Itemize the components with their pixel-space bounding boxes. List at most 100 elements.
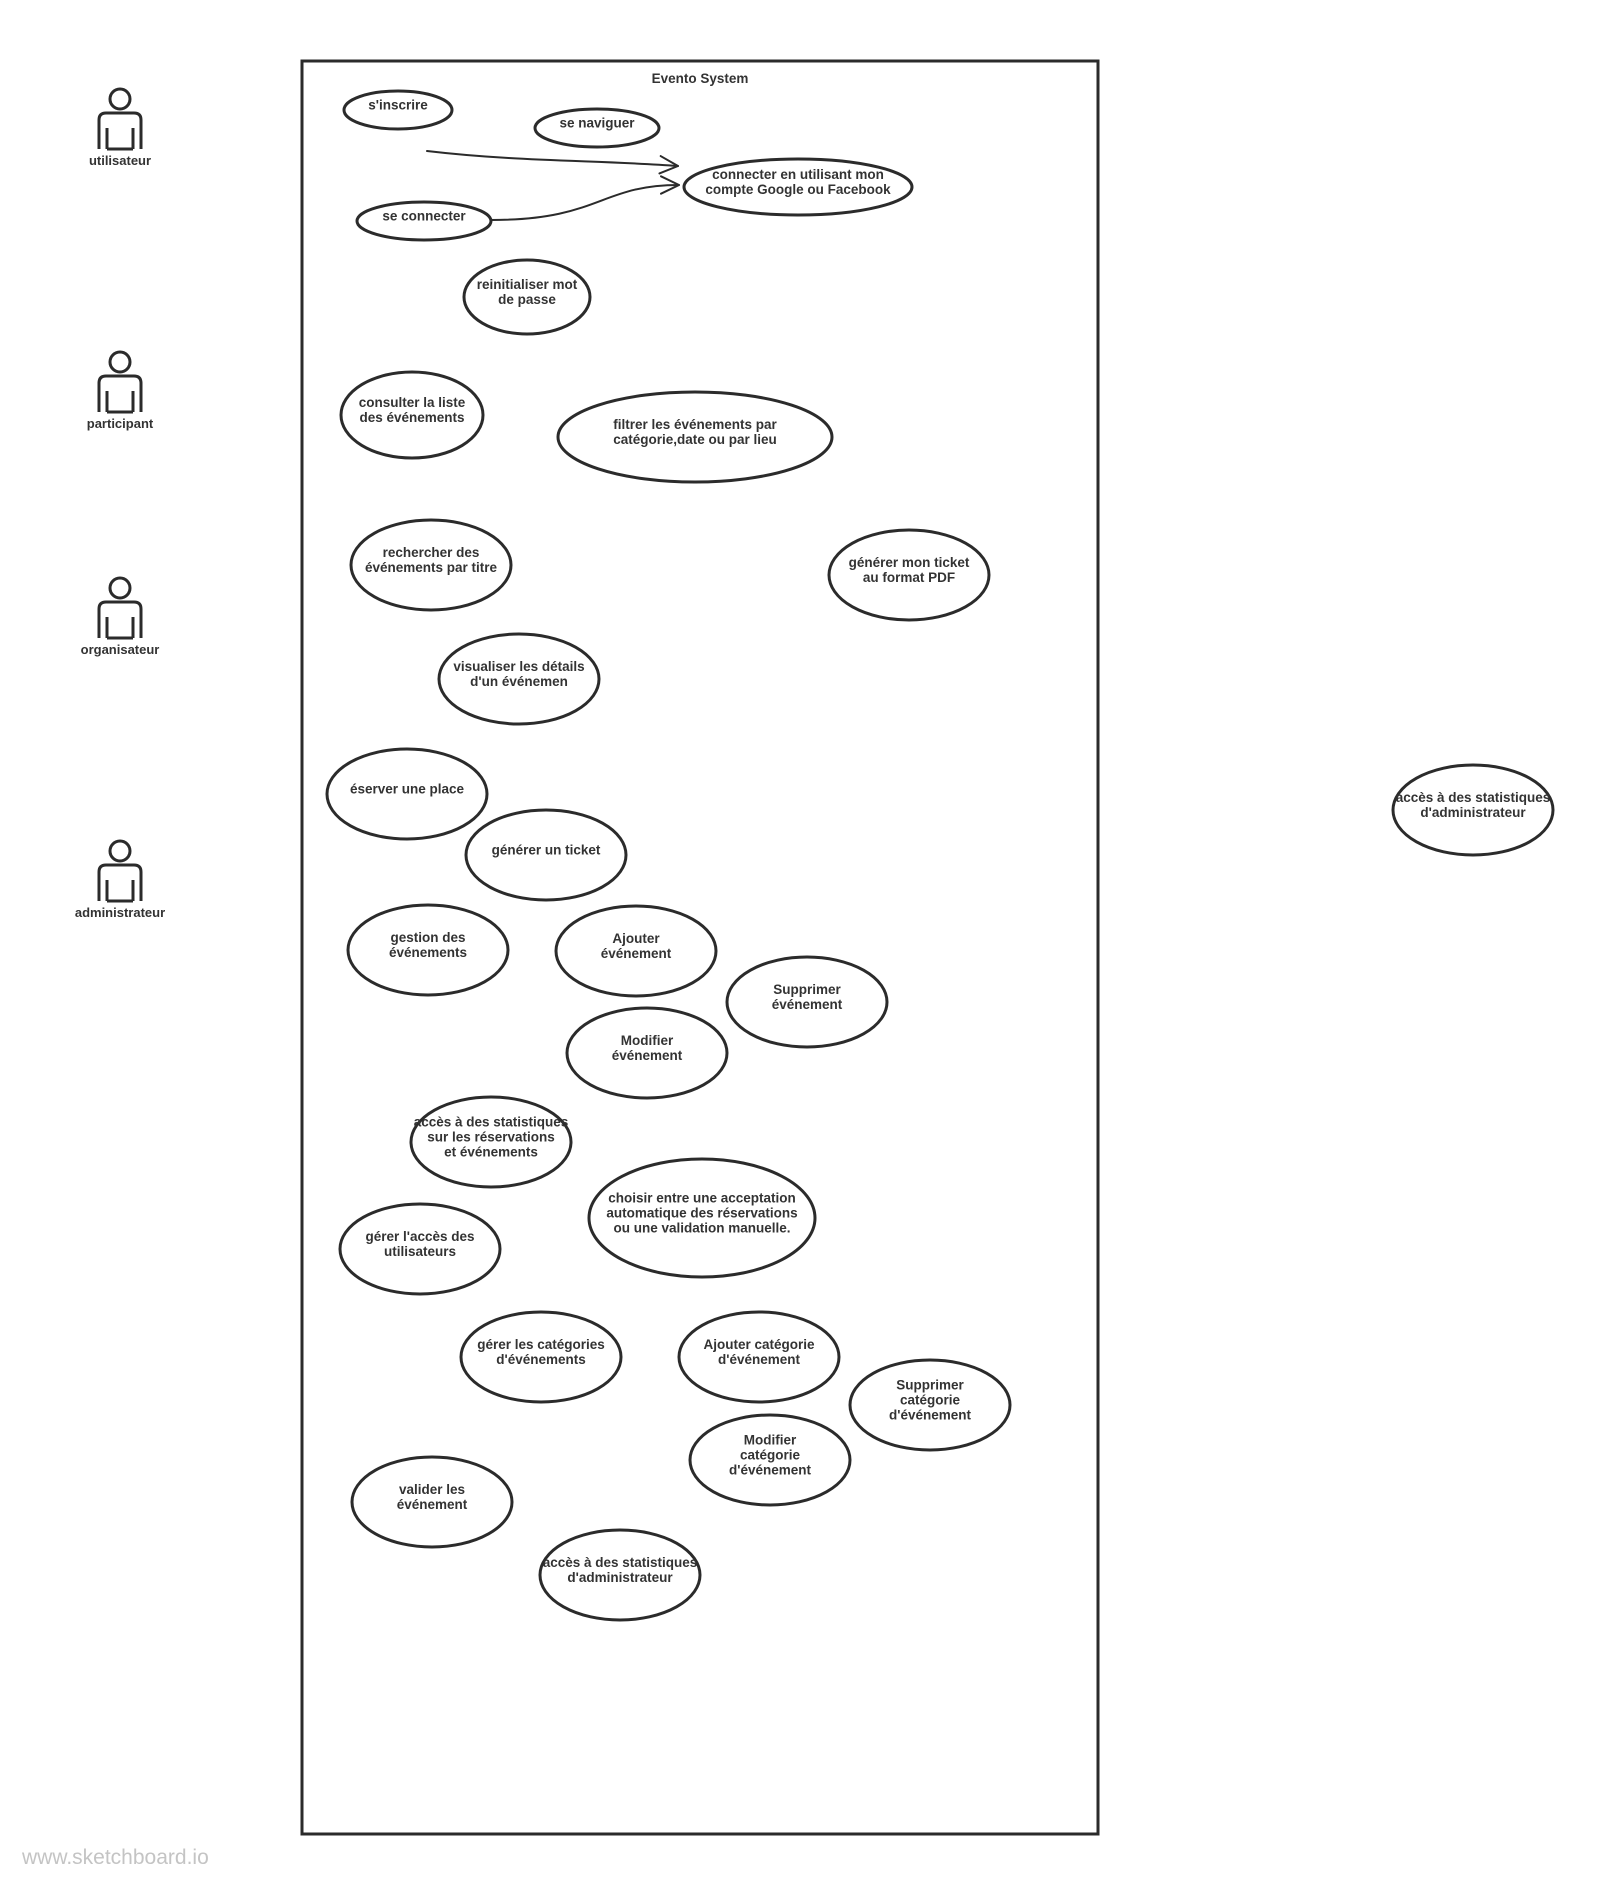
watermark-text: www.sketchboard.io (22, 1846, 209, 1869)
actor-participant[interactable]: participant (87, 350, 154, 431)
actor-body-icon (97, 863, 143, 903)
use-case-s-inscrire[interactable]: s'inscrire (342, 89, 454, 131)
arrowhead-s-inscrire-to-connecter-google-facebook (658, 155, 679, 175)
use-case-label: sur les réservations (427, 1130, 555, 1145)
use-case-label: éserver une place (350, 782, 465, 797)
use-case-label: événements par titre (365, 560, 498, 575)
use-case-ellipse (677, 1310, 841, 1404)
use-case-label: gérer les catégories (477, 1337, 605, 1352)
actor-head-icon (108, 839, 132, 863)
use-case-reserver-place[interactable]: éserver une place (325, 747, 489, 841)
use-case-label: accès à des statistiques (414, 1115, 569, 1130)
use-case-ellipse (688, 1413, 852, 1507)
use-case-label: connecter en utilisant mon (712, 167, 884, 182)
actor-organisateur[interactable]: organisateur (81, 576, 160, 657)
use-case-label: accès à des statistiques (543, 1555, 698, 1570)
use-case-label: d'événement (718, 1352, 800, 1367)
use-case-ellipse (355, 200, 493, 242)
use-case-filtrer-evenements[interactable]: filtrer les événements parcatégorie,date… (556, 390, 834, 484)
use-case-acceptation-reservations[interactable]: choisir entre une acceptationautomatique… (587, 1157, 817, 1279)
use-case-label: générer mon ticket (849, 555, 970, 570)
use-case-ellipse (462, 258, 592, 336)
use-case-label: événements (389, 945, 467, 960)
use-case-label: Ajouter (612, 931, 660, 946)
use-case-label: reinitialiser mot (477, 277, 578, 292)
use-case-label: gestion des (390, 930, 465, 945)
use-case-label: Supprimer (896, 1378, 964, 1393)
system-title: Evento System (652, 71, 749, 86)
actor-body-icon (97, 600, 143, 640)
actor-head-icon (108, 87, 132, 111)
use-case-label: valider les (399, 1482, 465, 1497)
use-case-label: ou une validation manuelle. (613, 1221, 790, 1236)
relation-se-connecter-to-connecter-google-facebook (490, 184, 680, 221)
use-case-label: d'administrateur (567, 1570, 673, 1585)
actor-administrateur[interactable]: administrateur (75, 839, 165, 920)
use-case-label: catégorie,date ou par lieu (613, 432, 777, 447)
use-case-label: des événements (359, 410, 464, 425)
use-case-label: Ajouter catégorie (703, 1337, 815, 1352)
use-case-label: Supprimer (773, 982, 841, 997)
use-case-ellipse (339, 370, 485, 460)
use-case-label: gérer l'accès des (365, 1229, 474, 1244)
use-case-label: événement (397, 1497, 468, 1512)
use-case-ellipse (350, 1455, 514, 1549)
use-case-label: événement (601, 946, 672, 961)
use-case-label: Modifier (621, 1033, 674, 1048)
use-case-label: visualiser les détails (453, 659, 584, 674)
use-case-ellipse (848, 1358, 1012, 1452)
use-case-label: événement (772, 997, 843, 1012)
system-boundary (300, 59, 1100, 1836)
use-case-label: rechercher des (383, 545, 480, 560)
use-case-se-naviguer[interactable]: se naviguer (533, 107, 661, 149)
use-case-label: d'événement (889, 1408, 971, 1423)
actor-utilisateur[interactable]: utilisateur (89, 87, 151, 168)
use-case-label: catégorie (740, 1448, 801, 1463)
use-case-label: d'un événemen (470, 674, 568, 689)
use-case-ellipse (342, 89, 454, 131)
use-case-label: filtrer les événements par (613, 417, 777, 432)
use-case-label: au format PDF (863, 570, 955, 585)
use-case-ellipse (349, 518, 513, 612)
actor-head-icon (108, 576, 132, 600)
use-case-label: d'événement (729, 1463, 811, 1478)
use-case-ellipse (565, 1006, 729, 1100)
use-case-label: se naviguer (559, 116, 635, 131)
use-case-ellipse (554, 904, 718, 998)
use-case-label: générer un ticket (492, 843, 601, 858)
use-case-label: utilisateurs (384, 1244, 456, 1259)
use-case-se-connecter[interactable]: se connecter (355, 200, 493, 242)
actor-body-icon (97, 111, 143, 151)
use-case-label: et événements (444, 1145, 538, 1160)
use-case-ellipse (437, 632, 601, 726)
use-case-ellipse (587, 1157, 817, 1279)
use-case-label: se connecter (382, 209, 466, 224)
use-case-ellipse (1391, 763, 1555, 857)
use-case-ellipse (827, 528, 991, 622)
use-case-ellipse (725, 955, 889, 1049)
use-case-label: d'administrateur (1420, 805, 1526, 820)
actor-head-icon (108, 350, 132, 374)
use-case-generer-ticket[interactable]: générer un ticket (464, 808, 628, 902)
use-case-ellipse (346, 903, 510, 997)
